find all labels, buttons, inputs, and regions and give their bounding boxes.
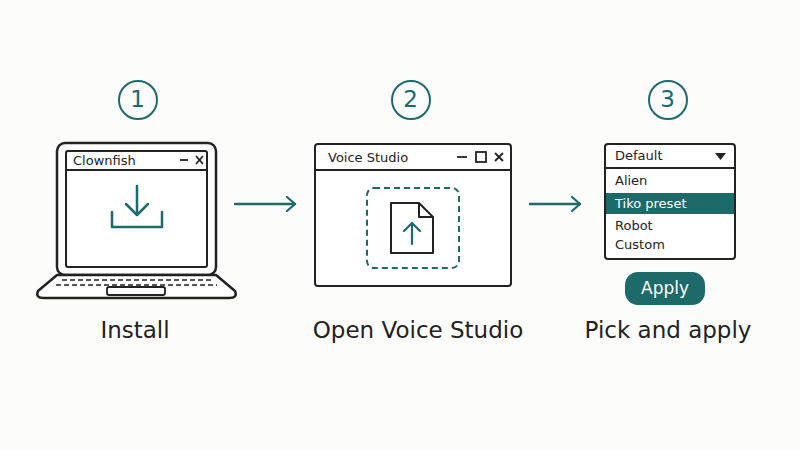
- node-text: Custom: [615, 235, 725, 255]
- selected-option: Tiko preset: [606, 193, 734, 214]
- laptop-screen: [57, 143, 216, 275]
- step-label: Install: [40, 313, 230, 347]
- laptop-keyboard: [56, 284, 217, 286]
- node-text: Default: [615, 146, 715, 166]
- step-label: Pick and apply: [550, 313, 786, 347]
- flow-arrow: [530, 203, 580, 205]
- laptop-touchpad: [107, 287, 165, 295]
- node-text: 2: [393, 82, 428, 117]
- node-text: 3: [650, 82, 685, 117]
- step-number: 3: [648, 80, 688, 120]
- step-number: 1: [118, 80, 158, 120]
- node-text: Alien: [615, 171, 725, 191]
- step-number: 2: [391, 80, 431, 120]
- apply-button: Apply: [625, 272, 705, 305]
- step-label: Open Voice Studio: [288, 313, 548, 347]
- laptop-keyboard: [62, 279, 211, 281]
- node-text: Clownfish: [73, 152, 183, 170]
- node-text: Tiko preset: [615, 193, 730, 214]
- laptop-base: [37, 275, 236, 298]
- node-text: Voice Studio: [328, 145, 458, 170]
- node-text: Apply: [625, 272, 705, 305]
- node-text: 1: [120, 82, 155, 117]
- node-text: Robot: [615, 216, 725, 236]
- flow-arrow: [235, 203, 295, 205]
- app-window: Voice Studio: [314, 143, 512, 287]
- app-window: Clownfish: [65, 150, 208, 268]
- dropdown-menu: DefaultAlienRobotCustom Tiko preset: [604, 143, 736, 260]
